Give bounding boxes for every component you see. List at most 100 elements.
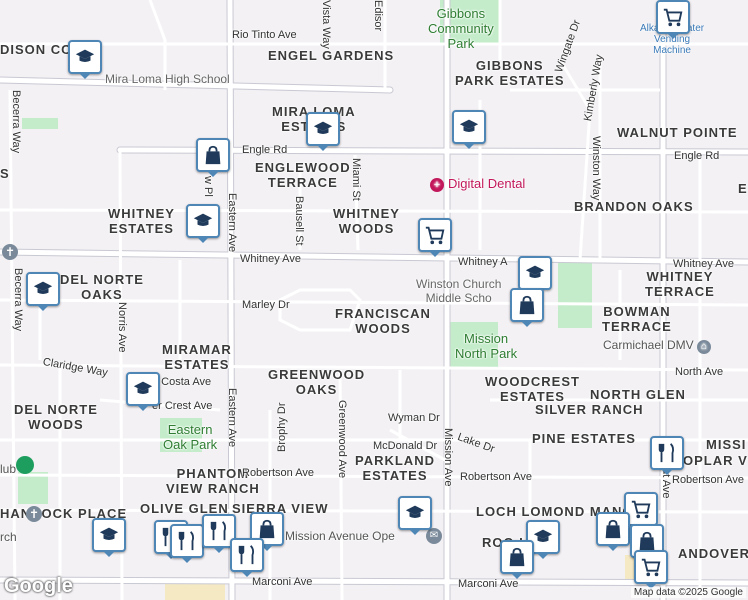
graduation-cap-icon: [459, 119, 479, 133]
shopping-cart-icon: [425, 226, 445, 245]
restaurant-marker[interactable]: [202, 514, 236, 553]
street-winston: Winston Way: [590, 136, 602, 201]
poi-digital-dental[interactable]: +Digital Dental: [430, 177, 525, 192]
neighborhood-oplar: OPLAR V: [683, 453, 748, 468]
school-mira-loma-high[interactable]: Mira Loma High School: [105, 72, 230, 86]
street-crest: er Crest Ave: [152, 400, 213, 412]
shopping-bag-icon: [205, 145, 221, 165]
street-whitney-left: Whitney Ave: [240, 253, 301, 265]
street-edison: Edisor: [372, 0, 384, 32]
shopping-cart-icon: [631, 500, 651, 519]
street-becerra-lower: Becerra Way: [12, 268, 24, 332]
street-wyman: Wyman Dr: [388, 412, 440, 424]
school-marker[interactable]: [126, 372, 160, 411]
street-miami: Miami St: [350, 158, 362, 201]
park-icon: [16, 456, 34, 474]
neighborhood-pine-estates: PINE ESTATES: [532, 431, 636, 446]
street-becerra-upper: Becerra Way: [10, 90, 22, 154]
neighborhood-engel-gardens: ENGEL GARDENS: [268, 48, 395, 63]
church-icon: ✝: [26, 506, 42, 522]
street-whitney-mid: Whitney A: [458, 256, 508, 268]
poi-carmichael-dmv[interactable]: Carmichael DMV ⌂: [603, 338, 712, 354]
shopping-bag-icon: [605, 519, 621, 539]
street-robertson-left: Robertson Ave: [242, 467, 314, 479]
shopping-bag-icon: [639, 531, 655, 551]
shopping-cart-icon: [663, 8, 683, 27]
shopping-marker[interactable]: [196, 138, 230, 177]
fork-knife-icon: [178, 531, 195, 551]
street-rio-tinto: Rio Tinto Ave: [232, 29, 297, 41]
shopping-marker[interactable]: [596, 512, 630, 551]
graduation-cap-icon: [99, 527, 119, 541]
fork-knife-icon: [238, 545, 255, 565]
mail-icon: ✉: [426, 528, 442, 544]
school-marker[interactable]: [526, 520, 560, 559]
neighborhood-walnut-pointe: WALNUT POINTE: [617, 125, 738, 140]
school-marker[interactable]: [186, 204, 220, 243]
shopping-marker[interactable]: [500, 540, 534, 579]
graduation-cap-icon: [133, 381, 153, 395]
street-robertson-mid: Robertson Ave: [460, 471, 532, 483]
grocery-marker[interactable]: [634, 550, 668, 589]
street-engle-rd-left: Engle Rd: [242, 144, 288, 156]
street-engle-rd-right: Engle Rd: [674, 150, 720, 162]
graduation-cap-icon: [525, 265, 545, 279]
school-marker[interactable]: [306, 112, 340, 151]
shopping-bag-icon: [519, 295, 535, 315]
street-brophy: Brophy Dr: [276, 402, 288, 452]
fork-knife-icon: [658, 443, 675, 463]
street-whitney-right: Whitney Ave: [673, 258, 734, 270]
map-attribution[interactable]: Map data ©2025 Google: [630, 587, 746, 598]
street-vista-way: Vista Way: [320, 0, 332, 49]
street-w-pl: w Pl: [202, 176, 214, 197]
grocery-marker[interactable]: [418, 218, 452, 257]
street-mission: Mission Ave: [442, 428, 454, 487]
school-marker[interactable]: [26, 272, 60, 311]
school-marker[interactable]: [398, 496, 432, 535]
school-marker[interactable]: [68, 40, 102, 79]
street-eastern-upper: Eastern Ave: [226, 193, 238, 253]
poi-church[interactable]: rch: [0, 530, 17, 544]
neighborhood-dison-co: DISON CO: [0, 42, 73, 57]
school-marker[interactable]: [452, 110, 486, 149]
medical-icon: +: [430, 178, 444, 192]
school-marker[interactable]: [518, 256, 552, 295]
poi-mission-avenue-open[interactable]: Mission Avenue Ope: [285, 529, 395, 543]
street-marley: Marley Dr: [242, 299, 290, 311]
restaurant-marker[interactable]: [650, 436, 684, 475]
fork-knife-icon: [210, 521, 227, 541]
neighborhood-silver-ranch: SILVER RANCH: [535, 402, 644, 417]
street-greenwood: Greenwood Ave: [336, 400, 348, 479]
grocery-marker[interactable]: [656, 0, 690, 39]
graduation-cap-icon: [33, 281, 53, 295]
shopping-marker[interactable]: [510, 288, 544, 327]
neighborhood-missi: MISSI: [706, 437, 747, 452]
restaurant-marker[interactable]: [170, 524, 204, 563]
neighborhood-north-glen: NORTH GLEN: [590, 387, 686, 402]
street-mcdonald: McDonald Dr: [373, 440, 438, 452]
shopping-bag-icon: [509, 547, 525, 567]
poi-club[interactable]: lub: [0, 462, 17, 476]
google-logo: Google: [4, 575, 73, 597]
church-icon: ✝: [2, 244, 18, 260]
government-icon: ⌂: [697, 340, 712, 354]
street-eastern-lower: Eastern Ave: [226, 388, 238, 448]
school-marker[interactable]: [92, 518, 126, 557]
neighborhood-andover: ANDOVER: [678, 546, 748, 561]
neighborhood-brandon-oaks: BRANDON OAKS: [574, 199, 694, 214]
restaurant-marker[interactable]: [230, 538, 264, 577]
